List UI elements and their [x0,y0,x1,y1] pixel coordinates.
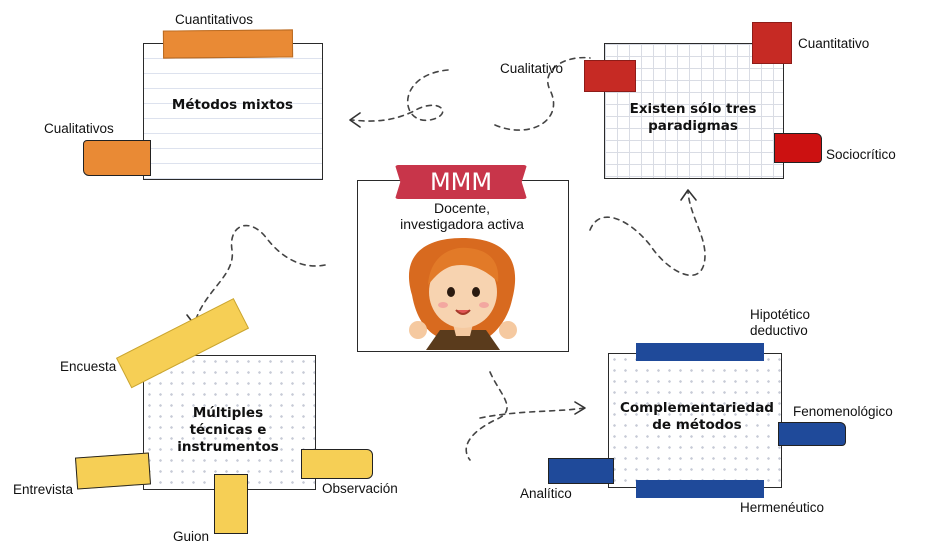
paradigmas-top-tab [752,22,792,64]
paradigmas-top-label: Cuantitativo [798,36,870,51]
arrowhead-mixtos [349,112,361,128]
mixtos-top-label: Cuantitativos [175,12,254,27]
paradigmas-left-tab [584,60,636,92]
mixtos-title: Métodos mixtos [171,97,294,113]
complementariedad-tab-right [778,422,846,446]
arrow-to-tecnicas [194,224,326,323]
center-badge-text: MMM [429,168,493,196]
tecnicas-label-right: Observación [322,481,398,496]
complementariedad-tab-top [636,343,764,361]
paradigmas-title: Existen sólo tres paradigmas [629,101,757,134]
paradigmas-left-label: Cualitativo [500,61,564,76]
mixtos-left-tab [83,140,151,176]
arrow-to-mixtos [351,69,449,122]
complementariedad-label-top: Hipotético deductivo [750,307,811,338]
tecnicas-label-left: Entrevista [13,482,74,497]
tecnicas-title: Múltiples técnicas e instrumentos [177,405,279,455]
center-subtitle: Docente, investigadora activa [400,200,524,232]
center-badge [395,165,527,199]
complementariedad-title: Complementariedad de métodos [620,400,774,433]
complementariedad-card [608,353,782,488]
tecnicas-tab-right [301,449,373,479]
complementariedad-label-right: Fenomenológico [793,404,893,419]
researcher-avatar [408,238,517,350]
mixtos-card [143,43,323,180]
paradigmas-right-label: Sociocrítico [826,147,896,162]
arrow-to-complementariedad [465,371,585,461]
arrowhead-paradigmas [680,189,697,201]
tecnicas-label-top: Encuesta [60,359,117,374]
complementariedad-label-left: Analítico [520,486,572,501]
complementariedad-label-bottom: Hermenéutico [740,500,825,515]
arrowhead-complementariedad [574,401,586,415]
complementariedad-tab-bottom [636,480,764,498]
tecnicas-label-bottom: Guion [173,529,210,544]
arrow-to-paradigmas-2 [589,191,706,276]
tecnicas-tab-bottom [214,474,248,534]
complementariedad-tab-left [548,458,614,484]
tecnicas-tab-left [74,452,152,490]
paradigmas-right-tab [774,133,822,163]
mixtos-left-label: Cualitativos [44,121,114,136]
